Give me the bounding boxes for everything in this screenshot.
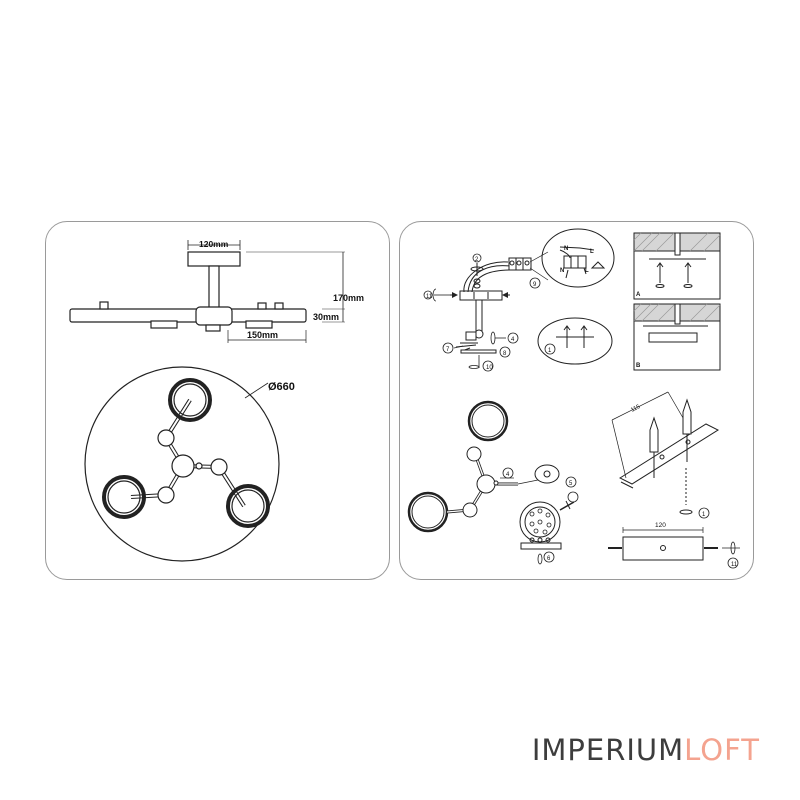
wire-label-l2: L: [585, 268, 589, 274]
plate-depth-label: 115: [630, 404, 642, 414]
wire-label-n2: N: [560, 268, 564, 274]
callout-1-plate: 1: [702, 512, 706, 518]
mounting-bar-drawing: [608, 527, 740, 569]
anchor-bubble-drawing: [537, 317, 613, 365]
height-label: 170mm: [333, 293, 364, 303]
wire-label-n1: N: [564, 246, 568, 252]
plate-width-label: 120: [655, 522, 666, 529]
section-b-label: B: [636, 363, 641, 369]
canopy-width-label: 120mm: [199, 239, 229, 249]
callout-6: 6: [547, 556, 551, 562]
side-view-drawing: [69, 240, 345, 343]
top-view-drawing: [84, 366, 280, 562]
arm-length-label: 150mm: [247, 330, 278, 340]
mounting-plate-drawing: [611, 391, 720, 519]
callout-4: 4: [511, 337, 515, 343]
callout-8: 8: [503, 351, 507, 357]
callout-1-bubble: 1: [548, 348, 552, 354]
wiring-assembly-drawing: [423, 228, 615, 372]
brand-part-1: IMPERIUM: [531, 733, 685, 767]
brand-part-2: LOFT: [684, 733, 760, 767]
callout-11-bar: 11: [731, 562, 738, 568]
section-b-drawing: [633, 303, 721, 371]
section-a-label: A: [636, 292, 641, 298]
installation-panel: [399, 221, 754, 580]
callout-5: 5: [569, 481, 573, 487]
ring-assembly-drawing: [407, 400, 579, 565]
wire-label-l1: L: [590, 249, 594, 255]
callout-4-ring: 4: [506, 472, 510, 478]
callout-2: 2: [475, 257, 479, 263]
callout-9: 10: [486, 365, 493, 371]
arm-thickness-label: 30mm: [313, 312, 339, 322]
section-a-drawing: [633, 232, 721, 300]
brand-logo: IMPERIUMLOFT: [532, 733, 760, 767]
diameter-label: Ø660: [268, 381, 295, 393]
callout-7: 7: [446, 347, 450, 353]
callout-11: 11: [426, 294, 433, 300]
callout-10: 9: [533, 282, 537, 288]
